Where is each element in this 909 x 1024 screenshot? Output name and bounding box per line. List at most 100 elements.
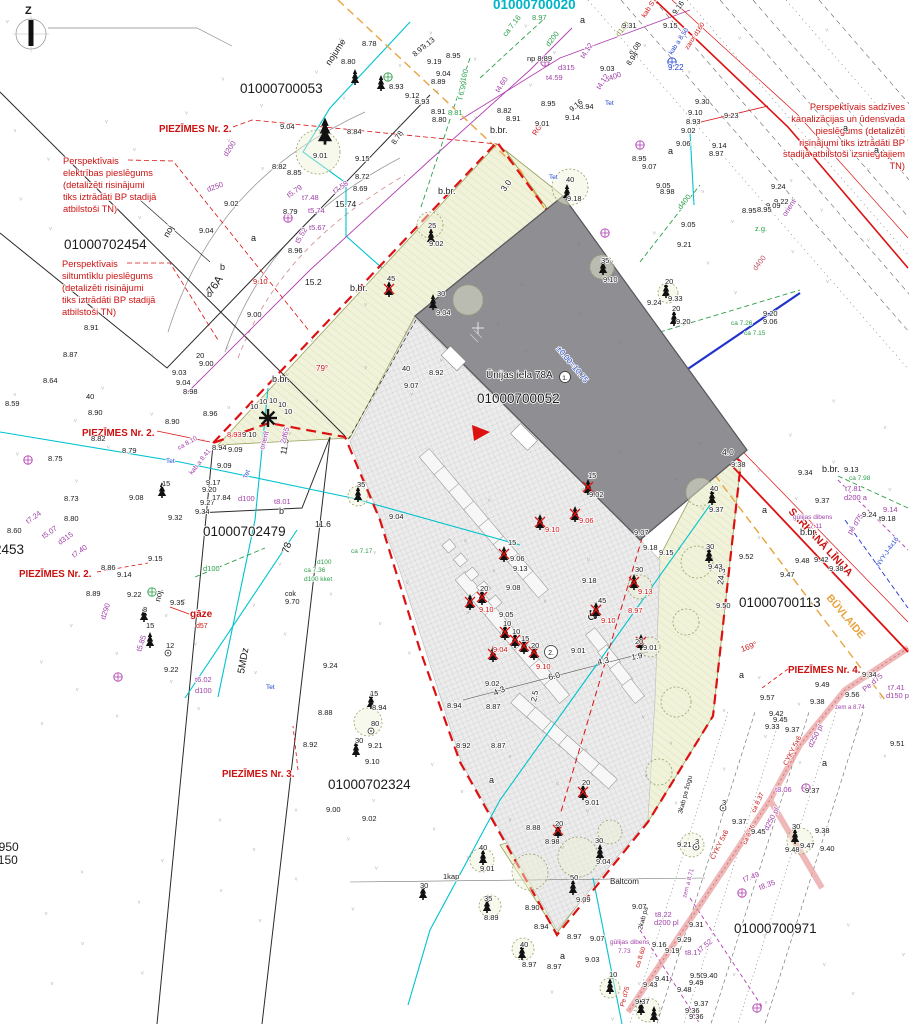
treenums-label: 8 bbox=[143, 605, 147, 614]
spots-label: 8.82 bbox=[497, 106, 512, 115]
ground-mark: v bbox=[196, 379, 199, 385]
ground-mark: v bbox=[105, 119, 108, 125]
tree-removal-x bbox=[577, 786, 589, 798]
utility-label: d100 bbox=[195, 686, 212, 695]
utility-label: NYY-J-4x16 bbox=[875, 536, 901, 569]
utility-label: gūlijas dibens bbox=[793, 514, 833, 521]
spots-label: 9.29 bbox=[677, 935, 692, 944]
ground-mark: v bbox=[45, 911, 48, 917]
cadastral-label: 01000700053 bbox=[240, 81, 323, 96]
ground-mark: v bbox=[524, 349, 527, 355]
spots-label: 8.95 bbox=[446, 51, 461, 60]
streets-label: b.br. bbox=[272, 374, 290, 384]
ground-mark: v bbox=[852, 668, 855, 674]
ground-mark: v bbox=[611, 1016, 614, 1022]
ground-mark: v bbox=[141, 970, 144, 976]
spots-label: 9.02 bbox=[485, 679, 500, 688]
deciduous-tree-dot bbox=[695, 846, 697, 848]
treenums-label: 40 bbox=[479, 843, 487, 852]
ground-mark: v bbox=[185, 176, 188, 182]
spots-label: 8.60 bbox=[7, 526, 22, 535]
parcel-lines bbox=[0, 91, 706, 1024]
spots-label: 8.64 bbox=[43, 376, 58, 385]
ground-mark: v bbox=[642, 714, 645, 720]
spots-label: 9.22 bbox=[774, 197, 789, 206]
spots-label: t9.18 bbox=[879, 514, 896, 523]
spots-label: 8.87 bbox=[486, 702, 501, 711]
spots-label: 9.10 bbox=[603, 275, 618, 284]
spots-label: 9.19 bbox=[427, 57, 442, 66]
utility-label: t4.12 bbox=[578, 41, 595, 60]
spots-label: 8.98 bbox=[545, 837, 560, 846]
parking-stall bbox=[543, 676, 570, 704]
spots-label: 9.48 bbox=[677, 985, 692, 994]
treenums-label: 30 bbox=[595, 836, 603, 845]
spots-label: 9.38 bbox=[810, 697, 825, 706]
ground-mark: v bbox=[757, 468, 760, 474]
spots-label: 9.13 bbox=[513, 564, 528, 573]
treenums-label: 35 bbox=[601, 256, 609, 265]
ground-mark: v bbox=[197, 706, 200, 712]
ground-mark: v bbox=[763, 933, 766, 939]
manhole-cross bbox=[667, 57, 677, 67]
utility-label: d290 bbox=[98, 602, 112, 621]
treenums-label: 20 bbox=[555, 819, 563, 828]
utility-label: zem a 8.71 bbox=[682, 868, 696, 899]
tree-removal-x bbox=[534, 516, 546, 528]
ground-mark: v bbox=[581, 487, 584, 493]
spots-label: 9.09 bbox=[576, 895, 591, 904]
ground-mark: v bbox=[509, 754, 512, 760]
tree-removal-x bbox=[628, 576, 640, 588]
ground-mark: v bbox=[295, 877, 298, 883]
spots-label: 9.07 bbox=[634, 528, 649, 537]
spots-label: 9.43 bbox=[708, 562, 723, 571]
spots-label: 9.16 bbox=[652, 940, 667, 949]
red_notes-label: 169° bbox=[740, 640, 759, 654]
spots-label: 8.78 bbox=[389, 129, 405, 146]
utility-label: t8.01 bbox=[274, 497, 291, 506]
ground-mark: v bbox=[227, 405, 230, 411]
parking-stall bbox=[621, 678, 645, 704]
streets-label: Z bbox=[25, 5, 32, 17]
tree-canopy bbox=[645, 758, 673, 786]
utility-label: t4.60 bbox=[493, 75, 510, 94]
utility-label: d200 bbox=[543, 30, 560, 49]
treenums-label: 30 bbox=[792, 822, 800, 831]
utility-label: d200 a bbox=[844, 493, 868, 502]
spots-label: 9.04 bbox=[436, 308, 451, 317]
manhole-cross bbox=[600, 228, 610, 238]
streets-label: CYKY 5x6 bbox=[710, 829, 731, 861]
red_notes-label: d57 bbox=[196, 623, 208, 630]
treenums-label: 15 bbox=[508, 538, 516, 547]
conifer-tree bbox=[145, 632, 155, 648]
utility-label: zem a 8.74 bbox=[835, 705, 865, 711]
tree-removal-x bbox=[528, 646, 540, 658]
spots-label: 8.97 bbox=[547, 962, 562, 971]
utility-label: 8.81 bbox=[448, 108, 463, 117]
ground-mark: v bbox=[14, 128, 17, 134]
utility-label: t7.24 bbox=[24, 509, 43, 526]
spots-label: 9.09 bbox=[217, 461, 232, 470]
street-line bbox=[719, 0, 909, 219]
ground-mark: v bbox=[433, 826, 436, 832]
ground-mark: v bbox=[310, 338, 313, 344]
cadastral-label: 01000700113 bbox=[739, 595, 821, 610]
ground-mark: v bbox=[70, 623, 73, 629]
spots-label: 8.91 bbox=[84, 323, 99, 332]
ground-mark: v bbox=[888, 487, 891, 493]
ground-mark: v bbox=[798, 701, 801, 707]
spots-label: 9.36 bbox=[689, 1012, 704, 1021]
street-line bbox=[587, 0, 909, 371]
spots-label: 9.09 bbox=[228, 445, 243, 454]
red_notes-label: pieslēgums (detalizēti bbox=[816, 126, 905, 136]
spots-label: 8.88 bbox=[526, 823, 541, 832]
tree-canopy bbox=[679, 832, 705, 858]
spots-label: 9.38 bbox=[815, 826, 830, 835]
street-line bbox=[818, 0, 909, 105]
tree-canopy bbox=[660, 686, 692, 718]
treenums-label: 40 bbox=[710, 484, 718, 493]
ground-mark: v bbox=[698, 440, 701, 446]
ground-mark: v bbox=[674, 477, 677, 483]
dims-label: 9.70 bbox=[285, 597, 300, 606]
spots-label: 9.10 bbox=[601, 616, 616, 625]
